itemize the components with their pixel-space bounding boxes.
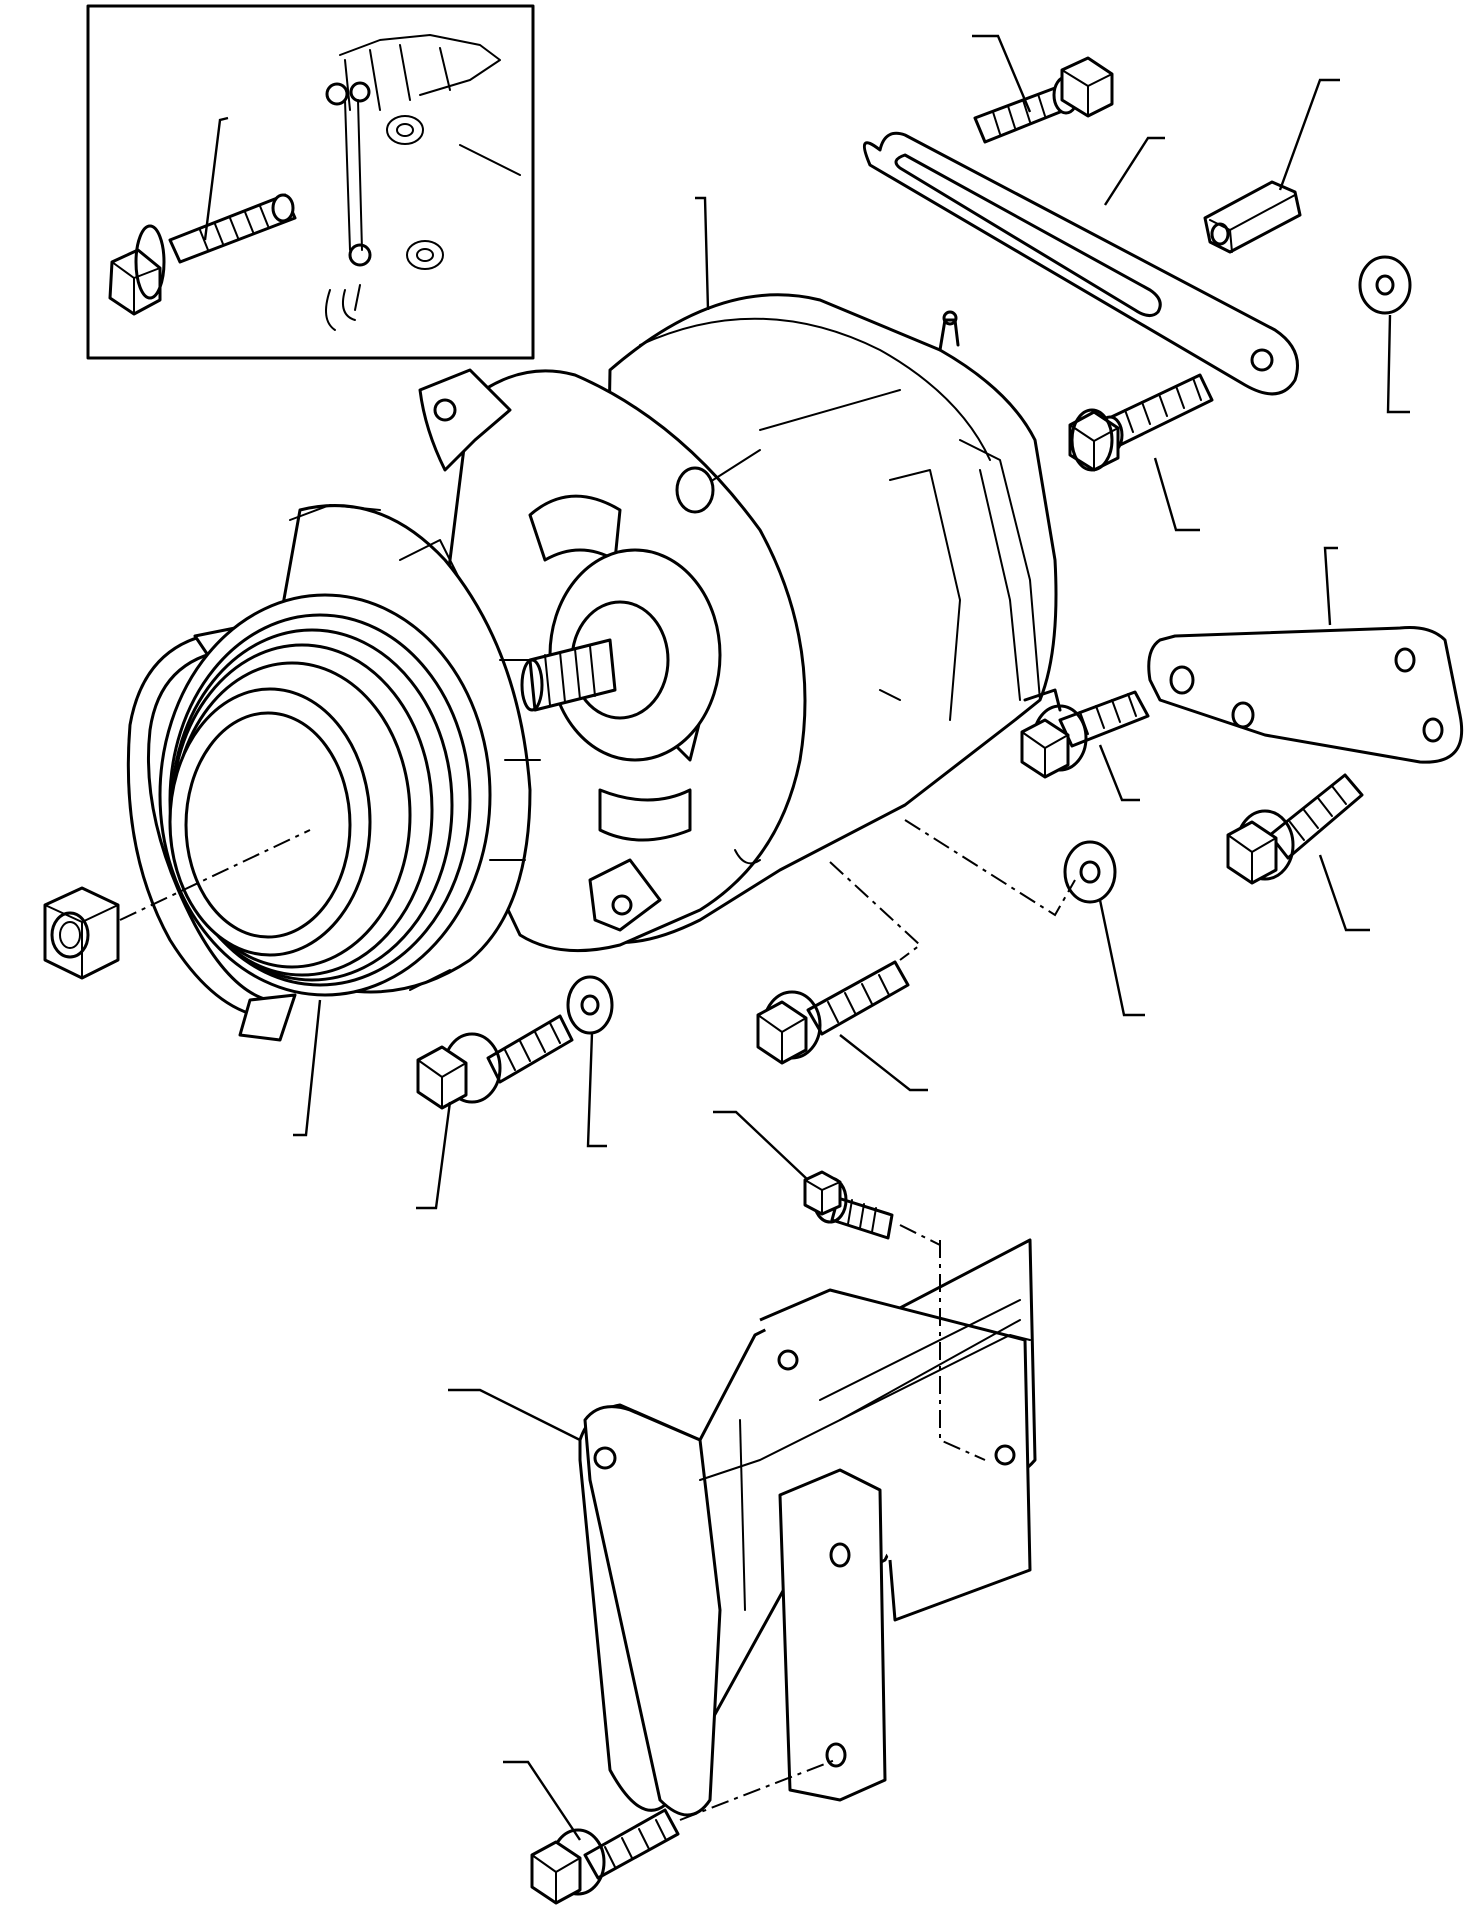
cap-screw-right: [1226, 773, 1364, 885]
washer-top-right: [1358, 255, 1412, 315]
washer-icon: [1358, 255, 1412, 315]
cap-screw-lower-left: [416, 1014, 574, 1110]
washer-icon: [566, 975, 614, 1035]
cap-screw-top: [973, 56, 1114, 144]
adjusting-link: [862, 131, 1299, 396]
washer-icon: [1063, 840, 1117, 904]
alternator: [418, 293, 1062, 953]
callout-leaders: [293, 34, 1410, 1841]
inset-callout-leader: [203, 116, 229, 241]
cap-screw-upper-right: [1068, 373, 1214, 472]
mounting-bracket: [578, 1238, 1037, 1817]
inset-detail: [86, 4, 535, 360]
inset-engine-detail: [325, 34, 521, 331]
pulley: [126, 593, 492, 1042]
slotted-link-icon: [862, 131, 1299, 396]
spacer: [1203, 180, 1302, 254]
inset-detail-frame: [86, 4, 535, 360]
inset-cap-screw-icon: [108, 193, 297, 316]
cap-screw-bracket-bottom: [530, 1759, 836, 1905]
cap-screw-bracket-top: [803, 1170, 941, 1246]
cap-screw-center-right: [904, 690, 1150, 917]
plate-icon: [1147, 626, 1464, 764]
washer-lower: [566, 975, 614, 1035]
support-plate: [1147, 626, 1464, 764]
washer-center: [1063, 840, 1117, 904]
pulley-nut: [43, 829, 311, 980]
cap-screw-center: [756, 861, 922, 1065]
